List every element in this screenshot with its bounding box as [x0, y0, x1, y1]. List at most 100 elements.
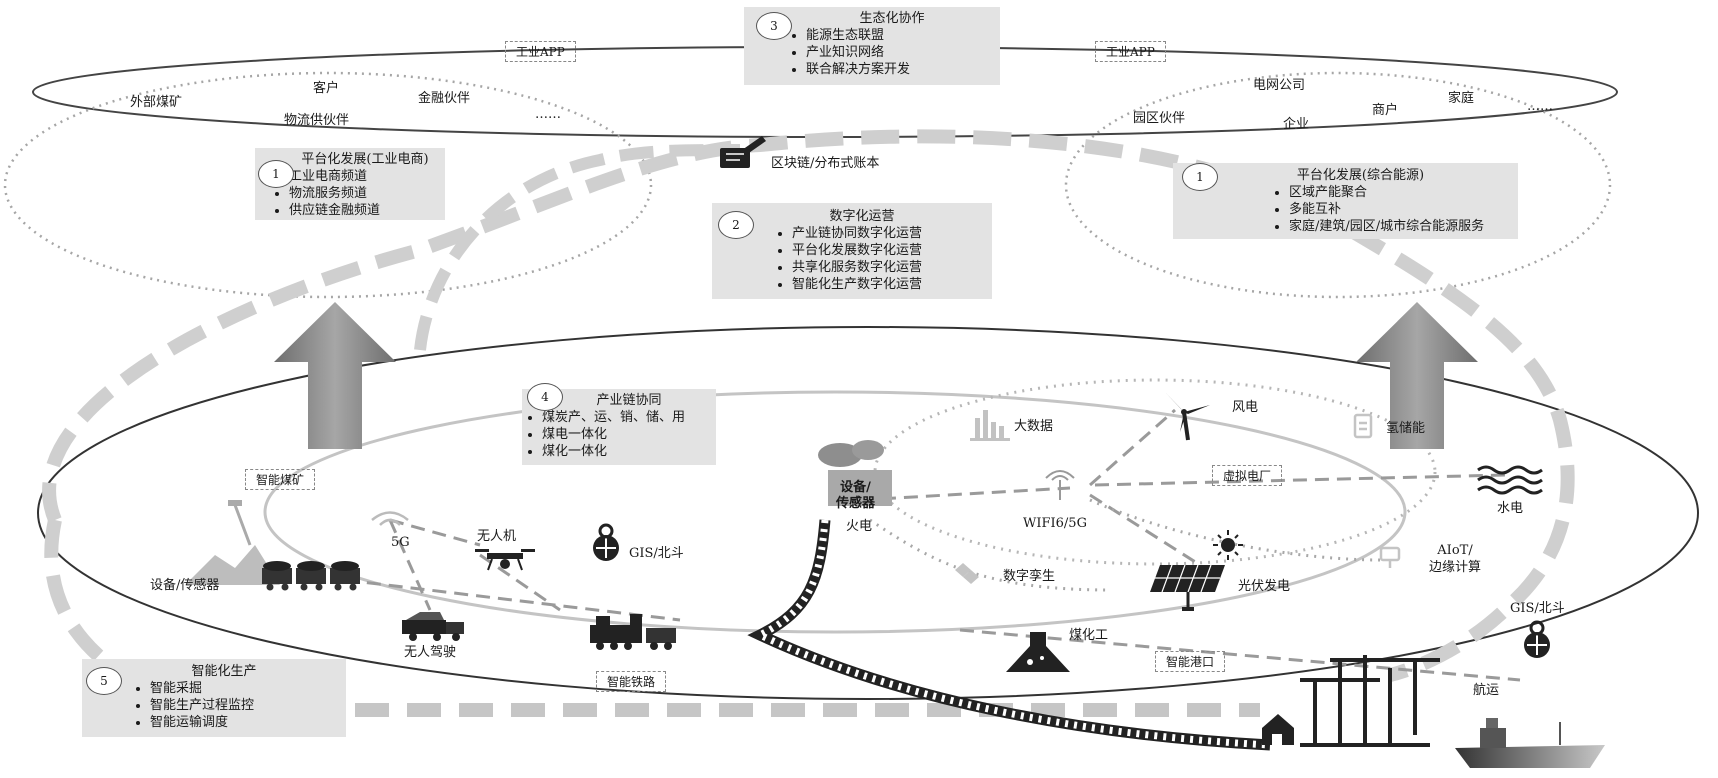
- platform-ecommerce-item: 物流服务频道: [289, 185, 445, 202]
- unmanned-driving-label: 无人驾驶: [404, 645, 457, 660]
- industry-chain-item: 煤电一体化: [542, 426, 716, 443]
- digital-ops-item: 共享化服务数字化运营: [792, 259, 992, 276]
- wind-power-label: 风电: [1232, 400, 1259, 415]
- ship-icon: [1455, 718, 1605, 768]
- inner-dashed-arc: [414, 144, 741, 351]
- thermal-plant-icon: [818, 440, 892, 506]
- digital-ops-list: 产业链协同数字化运营 平台化发展数字化运营 共享化服务数字化运营 智能化生产数字…: [712, 225, 992, 293]
- aiot-edge-icon: [1379, 546, 1401, 568]
- platform-ecommerce-item: 供应链金融频道: [289, 202, 445, 219]
- digital-ops-item: 产业链协同数字化运营: [792, 225, 992, 242]
- unmanned-truck-icon: [402, 612, 464, 641]
- shipping-label: 航运: [1473, 683, 1500, 698]
- connection-lines: [344, 408, 1521, 682]
- partner-finance: 金融伙伴: [418, 91, 471, 106]
- gis-globe-icon-left: [593, 523, 619, 561]
- industrial-app-label-left: 工业APP: [505, 41, 576, 62]
- digital-ops-item: 平台化发展数字化运营: [792, 242, 992, 259]
- coal-mine-icon: [185, 500, 280, 585]
- drone-icon: [475, 549, 535, 571]
- 5g-label: 5G: [391, 535, 410, 550]
- coal-chemical-label: 煤化工: [1069, 628, 1109, 643]
- bottom-industry-ellipse: [37, 326, 1699, 700]
- platform-ecommerce-title: 平台化发展(工业电商): [301, 152, 429, 167]
- industry-chain-number-badge: 4: [527, 383, 563, 411]
- digital-twin-label: 数字孪生: [1003, 569, 1056, 584]
- dotted-connection-lines: [869, 498, 1381, 592]
- digital-ops-item: 智能化生产数字化运营: [792, 276, 992, 293]
- platform-ecommerce-item: 工业电商频道: [289, 168, 445, 185]
- industrial-app-label-right: 工业APP: [1095, 41, 1166, 62]
- big-data-icon: [970, 410, 1010, 441]
- partner-household: 家庭: [1448, 91, 1475, 106]
- right-platform-dotted-ellipse: [1064, 71, 1612, 299]
- platform-ecommerce-list: 工业电商频道 物流服务频道 供应链金融频道: [255, 168, 445, 219]
- digital-ops-number-badge: 2: [718, 211, 754, 239]
- platform-energy-item: 家庭/建筑/园区/城市综合能源服务: [1289, 218, 1518, 235]
- ecosystem-list: 能源生态联盟 产业知识网络 联合解决方案开发: [744, 27, 1000, 78]
- device-sensor-center-label: 设备/ 传感器: [836, 480, 876, 511]
- smart-production-item: 智能运输调度: [150, 714, 346, 731]
- ecosystem-item: 能源生态联盟: [806, 27, 1000, 44]
- digital-ops-title: 数字化运营: [829, 209, 895, 224]
- hydro-waves-icon: [1477, 465, 1543, 495]
- partner-external-mine: 外部煤矿: [130, 95, 183, 110]
- digital-ops-box: 数字化运营 产业链协同数字化运营 平台化发展数字化运营 共享化服务数字化运营 智…: [712, 203, 992, 299]
- partner-ellipsis-right: ……: [1527, 99, 1553, 114]
- coal-chemical-flask-icon: [1006, 632, 1070, 672]
- pv-power-label: 光伏发电: [1238, 579, 1291, 594]
- energy-dotted-ellipse: [873, 378, 1437, 566]
- platform-ecommerce-box: 平台化发展(工业电商) 工业电商频道 物流服务频道 供应链金融频道: [255, 148, 445, 220]
- gis-left-label: GIS/北斗: [629, 546, 684, 561]
- railway-ties: [751, 519, 1271, 749]
- smart-production-item: 智能生产过程监控: [150, 697, 346, 714]
- partner-park: 园区伙伴: [1133, 111, 1186, 126]
- locomotive-icon: [590, 614, 676, 650]
- ecosystem-title: 生态化协作: [859, 11, 925, 26]
- industry-chain-list: 煤炭产、运、销、储、用 煤电一体化 煤化一体化: [522, 409, 716, 460]
- inner-chain-ellipse: [263, 390, 1407, 634]
- left-up-arrow: [274, 302, 396, 449]
- partner-customer: 客户: [313, 81, 340, 96]
- partner-grid-company: 电网公司: [1253, 78, 1306, 93]
- partner-ellipsis-left: ……: [535, 107, 561, 122]
- hydrogen-storage-label: 氢储能: [1386, 421, 1426, 436]
- wifi-5g-label: WIFI6/5G: [1023, 516, 1087, 531]
- smart-production-title: 智能化生产: [191, 664, 257, 679]
- sun-icon: [1213, 530, 1243, 560]
- ecosystem-number-badge: 3: [756, 12, 792, 40]
- thermal-power-label: 火电: [846, 519, 873, 534]
- hydrogen-storage-icon: [1353, 413, 1373, 439]
- gis-right-label: GIS/北斗: [1510, 601, 1565, 616]
- ecosystem-item: 产业知识网络: [806, 44, 1000, 61]
- left-platform-dotted-ellipse: [3, 71, 653, 299]
- industry-chain-item: 煤炭产、运、销、储、用: [542, 409, 716, 426]
- drone-label: 无人机: [477, 529, 517, 544]
- coal-train-icon: [262, 561, 360, 591]
- partner-logistics: 物流供伙伴: [284, 113, 350, 128]
- smart-production-number-badge: 5: [86, 667, 122, 695]
- platform-energy-item: 多能互补: [1289, 201, 1518, 218]
- virtual-power-plant-label: 虚拟电厂: [1212, 465, 1283, 486]
- platform-energy-box: 平台化发展(综合能源) 区域产能聚合 多能互补 家庭/建筑/园区/城市综合能源服…: [1173, 163, 1518, 239]
- partner-enterprise: 企业: [1283, 117, 1310, 132]
- smart-railway-label: 智能铁路: [596, 671, 667, 692]
- gis-globe-icon-right: [1524, 620, 1550, 658]
- blockchain-label: 区块链/分布式账本: [771, 156, 880, 171]
- aiot-edge-label: AIoT/ 边缘计算: [1429, 543, 1482, 575]
- big-dashed-swirl: [42, 129, 1575, 682]
- 5g-signal-icon: [371, 511, 409, 526]
- industry-chain-item: 煤化一体化: [542, 443, 716, 460]
- smart-port-label: 智能港口: [1155, 651, 1226, 672]
- warehouse-icon: [1262, 714, 1294, 745]
- device-sensor-left-label: 设备/传感器: [150, 578, 220, 593]
- ecosystem-item: 联合解决方案开发: [806, 61, 1000, 78]
- port-cranes-icon: [1300, 655, 1440, 747]
- platform-energy-list: 区域产能聚合 多能互补 家庭/建筑/园区/城市综合能源服务: [1173, 184, 1518, 235]
- wifi-tower-icon: [1045, 470, 1075, 500]
- digital-twin-icon: [955, 563, 979, 584]
- smart-production-box: 智能化生产 智能采掘 智能生产过程监控 智能运输调度: [82, 659, 346, 737]
- platform-ecommerce-number-badge: 1: [258, 160, 294, 188]
- partner-merchant: 商户: [1372, 103, 1399, 118]
